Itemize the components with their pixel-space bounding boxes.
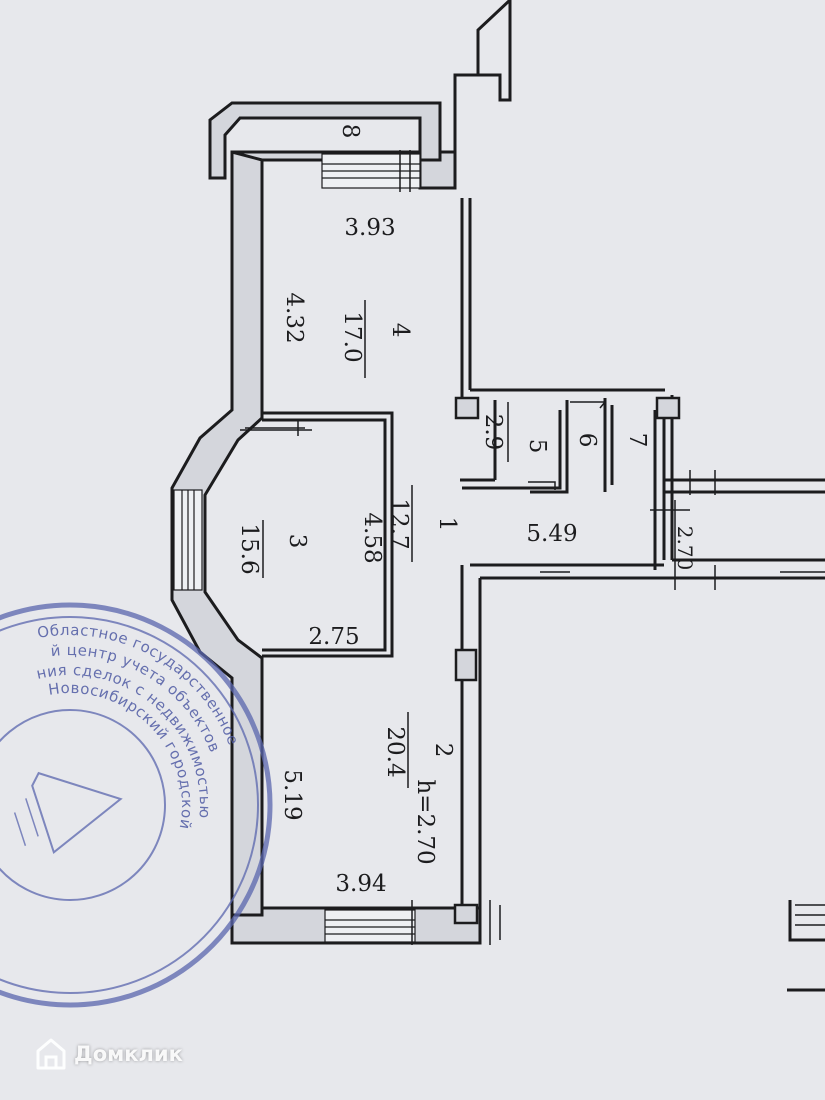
dim-room3-width: 2.75	[308, 624, 359, 650]
door-room3	[240, 420, 312, 436]
room-7-number: 7	[624, 433, 650, 448]
wall-bath	[460, 410, 562, 490]
dim-tick	[399, 150, 411, 192]
window-bay	[173, 489, 203, 591]
room-6-number: 6	[574, 433, 600, 448]
room-1-area: 12.7	[386, 498, 412, 549]
room-3-number: 3	[284, 534, 310, 549]
room-8-number: 8	[337, 124, 363, 139]
wall-wc	[603, 398, 614, 492]
doors	[240, 150, 825, 945]
wall-room4-bottom	[262, 411, 394, 658]
room-2-number: 2	[430, 743, 456, 758]
window-bottom	[324, 909, 416, 943]
column	[655, 396, 681, 420]
wall-room4-bottom-b	[262, 418, 387, 652]
shaft-outline-2	[478, 0, 512, 102]
dimension-labels: 3.93 4.32 4.58 2.75 5.49 2.70 5.19 3.94 …	[279, 215, 697, 897]
home-icon	[36, 1038, 66, 1070]
interior-walls	[262, 198, 825, 908]
columns	[453, 396, 681, 925]
wall-bath-2	[493, 400, 569, 494]
door-wc	[570, 401, 607, 409]
window-top	[321, 153, 421, 189]
column	[453, 903, 479, 925]
room-3-area: 15.6	[236, 523, 262, 574]
dim-hall-length: 5.49	[526, 521, 577, 547]
dim-room3-length: 4.58	[359, 512, 385, 563]
neighbor-fragment	[787, 900, 825, 992]
wall-neighbor-2	[670, 395, 825, 562]
column	[454, 648, 478, 682]
dim-tick	[489, 900, 501, 945]
room-2-area: 20.4	[382, 726, 408, 777]
door-bath	[528, 481, 556, 490]
dim-room2-width: 3.94	[335, 871, 386, 897]
room-5-number: 5	[524, 439, 550, 454]
wall-neighbor	[665, 478, 825, 494]
dim-tick	[650, 470, 716, 590]
room-labels: 4 17.0 3 15.6 1 12.7 5 2.9 6 7 8 2 20.4	[236, 124, 650, 778]
room-4-number: 4	[387, 323, 413, 338]
room-5-area: 2.9	[480, 414, 506, 451]
dim-corridor-width: 2.70	[673, 526, 697, 571]
floor-plan-walls	[170, 0, 512, 945]
dim-room4-length: 4.32	[281, 292, 307, 343]
wall-room2-right	[460, 565, 482, 908]
column	[454, 396, 480, 420]
watermark: Домклик	[36, 1038, 183, 1070]
official-stamp: Областное государственное й центр учета …	[0, 575, 273, 1008]
room-1-number: 1	[434, 517, 460, 532]
watermark-text: Домклик	[74, 1042, 183, 1066]
wall-hall-bottom	[470, 563, 825, 580]
room-4-area: 17.0	[339, 311, 365, 362]
fraction-bars	[262, 300, 509, 788]
dim-ceiling-height: h=2.70	[412, 779, 438, 864]
windows	[173, 153, 421, 943]
dim-room4-width: 3.93	[344, 215, 395, 241]
wall-hall-right	[653, 410, 666, 570]
dim-room2-length: 5.19	[279, 769, 305, 820]
